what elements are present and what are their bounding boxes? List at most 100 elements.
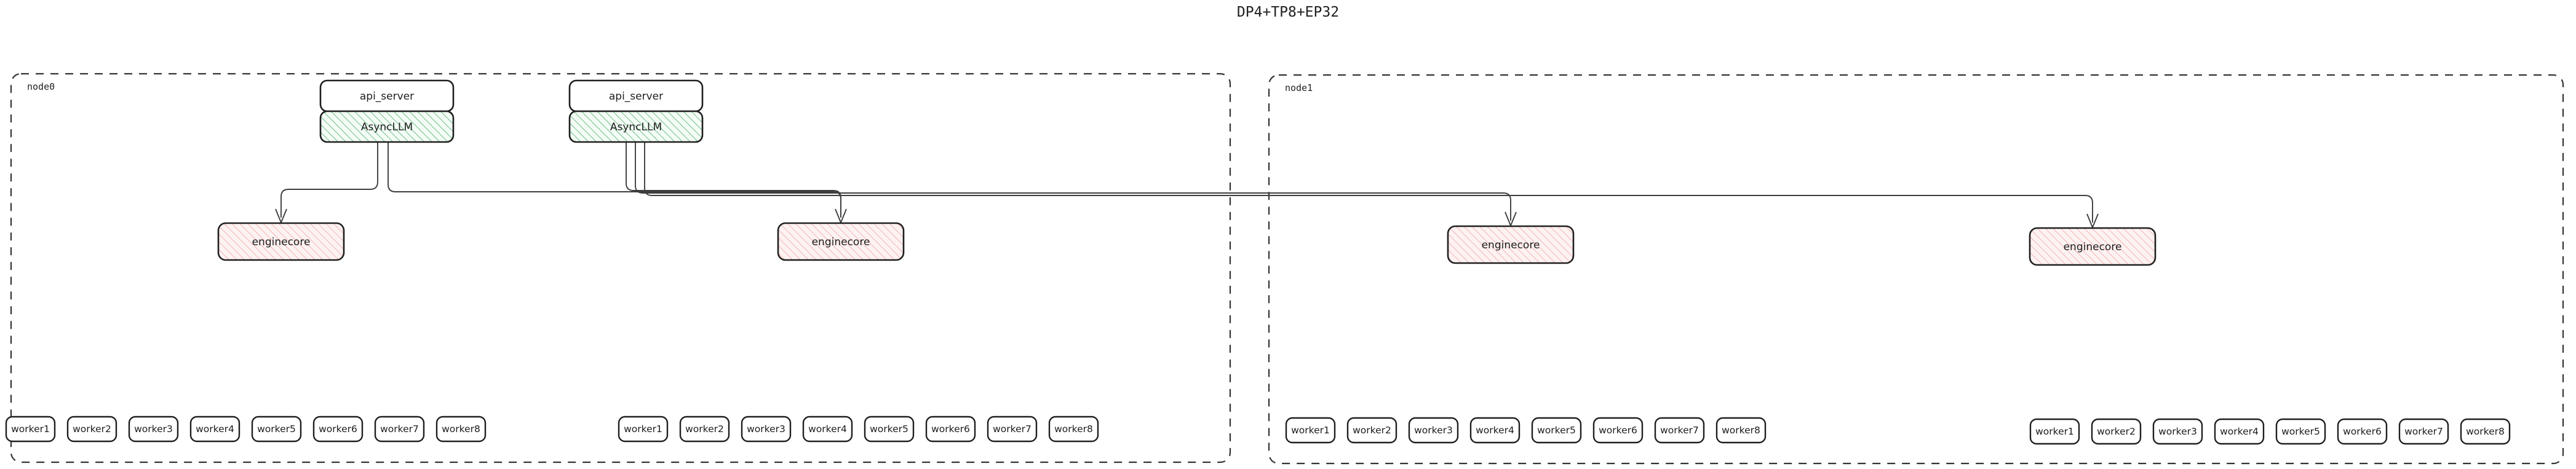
worker-label: worker1 [624,424,662,435]
edge-e2 [626,143,841,218]
worker-box[interactable] [2029,418,2080,445]
worker-box[interactable] [864,416,915,443]
worker-label: worker7 [380,424,419,435]
worker-box[interactable] [2337,418,2388,445]
worker-label: worker8 [442,424,480,435]
worker-group-wg1: worker1 worker2 worker3 worker4 worker5 worke… [618,416,1099,443]
worker-label: worker6 [931,424,970,435]
enginecore-ec3: enginecore [2029,227,2157,266]
worker-box[interactable] [435,416,487,443]
worker-label: worker3 [1414,425,1453,436]
worker-box[interactable] [374,416,425,443]
enginecore-ec2: enginecore [1447,225,1575,264]
enginecore-box[interactable] [777,222,905,261]
worker-label: worker5 [257,424,296,435]
worker-box[interactable] [1346,417,1397,444]
worker-box[interactable] [312,416,364,443]
worker-group-wg2: worker1 worker2 worker3 worker4 worker5 worke… [1285,417,1767,444]
worker-label: worker8 [1722,425,1760,436]
cluster-label-node0: node0 [27,81,55,92]
worker-label: worker1 [11,424,50,435]
worker-label: worker6 [319,424,357,435]
api-server-label: api_server [360,90,414,103]
worker-box[interactable] [741,416,792,443]
worker-box[interactable] [1654,417,1705,444]
worker-box[interactable] [189,416,241,443]
diagram-title: DP4+TP8+EP32 [1237,4,1339,20]
worker-label: worker1 [1291,425,1330,436]
worker-label: worker2 [1353,425,1391,436]
worker-box[interactable] [2152,418,2203,445]
enginecore-layer: enginecore enginecore enginecore enginecore [217,222,2157,266]
worker-label: worker8 [2466,426,2505,437]
worker-box[interactable] [2460,418,2511,445]
worker-box[interactable] [2214,418,2265,445]
enginecore-ec0: enginecore [217,222,345,261]
worker-label: worker6 [2343,426,2382,437]
worker-box[interactable] [1715,417,1767,444]
enginecore-box[interactable] [2029,227,2157,266]
cluster-label-node1: node1 [1285,82,1313,93]
worker-label: worker5 [2281,426,2320,437]
worker-box[interactable] [802,416,853,443]
enginecore-label: enginecore [2064,241,2122,253]
enginecore-label: enginecore [252,236,311,248]
worker-box[interactable] [1592,417,1644,444]
edge-e4 [644,143,2093,223]
worker-box[interactable] [1048,416,1099,443]
worker-label: worker4 [808,424,847,435]
worker-label: worker2 [73,424,111,435]
worker-box[interactable] [987,416,1038,443]
enginecore-label: enginecore [1482,239,1540,251]
worker-label: worker5 [870,424,908,435]
asyncllm-box[interactable] [319,110,455,143]
worker-box[interactable] [925,416,976,443]
worker-label: worker4 [2220,426,2259,437]
api-server-label: api_server [609,90,663,103]
asyncllm-label: AsyncLLM [361,121,413,133]
worker-box[interactable] [66,416,117,443]
asyncllm-box[interactable] [568,110,704,143]
worker-box[interactable] [5,416,56,443]
edge-e0 [280,143,378,218]
worker-label: worker3 [2158,426,2197,437]
worker-box[interactable] [1469,417,1521,444]
enginecore-box[interactable] [217,222,345,261]
worker-label: worker7 [993,424,1032,435]
cluster-node1: node1 [1268,74,2564,465]
cluster-node0: node0 [10,73,1231,463]
enginecore-ec1: enginecore [777,222,905,261]
worker-label: worker8 [1054,424,1093,435]
worker-box[interactable] [251,416,302,443]
edge-layer [275,143,2099,229]
asyncllm-label: AsyncLLM [610,121,662,133]
enginecore-label: enginecore [812,236,870,248]
edge-e1 [388,143,841,218]
worker-box[interactable] [1285,417,1336,444]
worker-label: worker2 [685,424,724,435]
worker-label: worker4 [196,424,234,435]
worker-label: worker7 [2404,426,2443,437]
cluster-layer: node0 node1 [10,73,2564,465]
enginecore-box[interactable] [1447,225,1575,264]
worker-label: worker2 [2097,426,2136,437]
worker-box[interactable] [679,416,730,443]
worker-box[interactable] [128,416,179,443]
worker-box[interactable] [618,416,669,443]
worker-box[interactable] [2398,418,2449,445]
worker-layer: worker1 worker2 worker3 worker4 worker5 worke… [5,416,2511,445]
worker-box[interactable] [1531,417,1582,444]
worker-label: worker6 [1599,425,1637,436]
worker-box[interactable] [2091,418,2142,445]
worker-box[interactable] [2275,418,2326,445]
worker-label: worker4 [1476,425,1514,436]
worker-box[interactable] [1408,417,1459,444]
worker-label: worker5 [1537,425,1576,436]
worker-label: worker3 [747,424,785,435]
